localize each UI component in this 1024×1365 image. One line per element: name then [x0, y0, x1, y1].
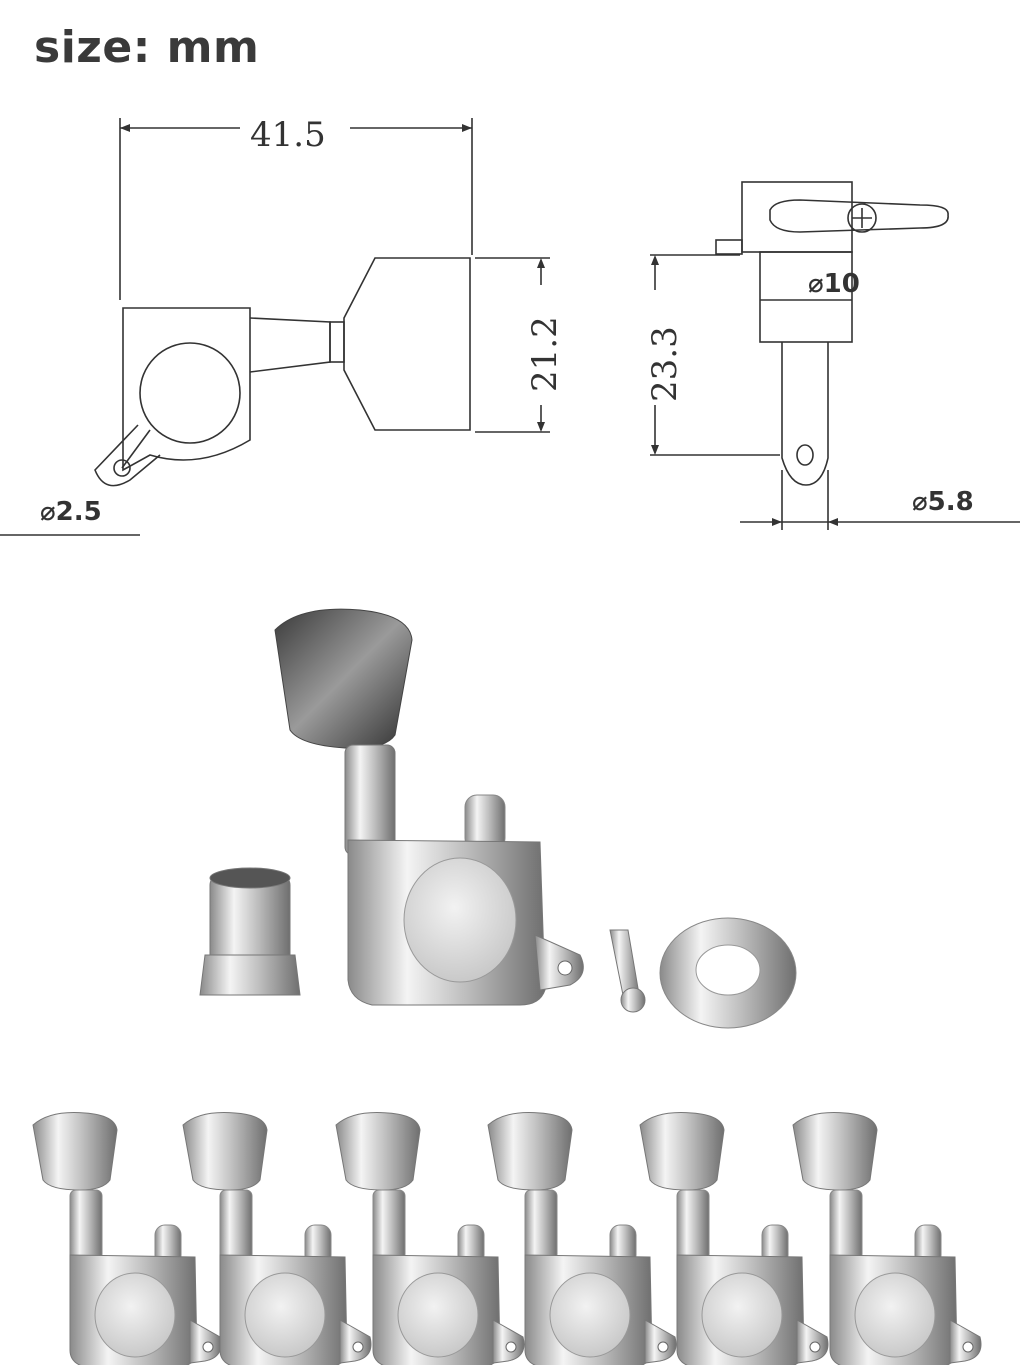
- shaft-collar: [329, 321, 345, 363]
- post-top-diameter-label: ⌀10: [808, 269, 860, 299]
- tuner-6: [792, 1112, 982, 1365]
- button-outline: [343, 257, 471, 431]
- housing-side-outline: [741, 181, 853, 253]
- post-upper: [759, 251, 853, 343]
- button-height-label: 21.2: [525, 316, 565, 392]
- tuner-product-photo: [199, 608, 797, 1029]
- gear-cover-circle: [139, 342, 241, 444]
- shaft-outline: [249, 317, 331, 373]
- tuner-gear-cover: [403, 857, 517, 983]
- post-bottom-diameter-label: ⌀5.8: [912, 487, 974, 517]
- post-height-label: 23.3: [645, 326, 685, 402]
- tuner-shaft: [344, 744, 396, 856]
- screw-hole: [113, 459, 131, 477]
- housing-outline: [122, 307, 251, 472]
- length-dimension-label: 41.5: [250, 115, 326, 155]
- button-side-outline: [769, 199, 949, 233]
- screw-hole-diameter-label: ⌀2.5: [40, 497, 102, 527]
- post-lower: [781, 342, 829, 486]
- screw-tab: [94, 424, 161, 487]
- technical-drawing: 41.5 21.2 23.3 ⌀10 ⌀5.8 ⌀2.5: [0, 115, 1020, 536]
- tuner-set-photo: [32, 1112, 982, 1365]
- page-title: size: mm: [34, 22, 260, 73]
- tuner-button: [274, 608, 413, 749]
